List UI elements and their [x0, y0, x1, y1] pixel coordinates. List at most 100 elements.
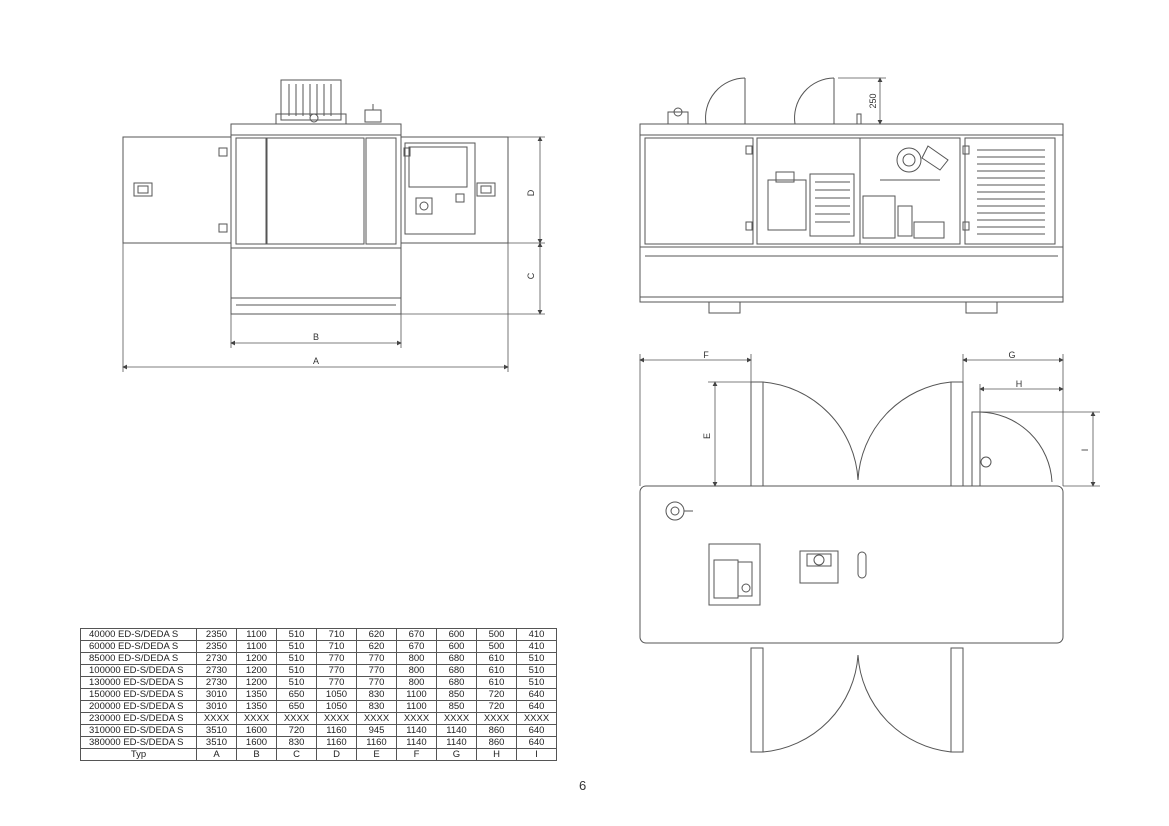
dimension-cell: 640: [516, 736, 557, 749]
dimension-cell: 2730: [196, 652, 237, 665]
model-cell: 85000 ED-S/DEDA S: [80, 652, 197, 665]
model-cell: 40000 ED-S/DEDA S: [80, 628, 197, 641]
dimension-cell: 670: [396, 628, 437, 641]
dimension-cell: 500: [476, 628, 517, 641]
dimension-cell: 3510: [196, 736, 237, 749]
model-cell: 310000 ED-S/DEDA S: [80, 724, 197, 737]
dimension-cell: XXXX: [516, 712, 557, 725]
dimension-cell: 670: [396, 640, 437, 653]
dimension-cell: XXXX: [356, 712, 397, 725]
dimension-cell: 1100: [236, 628, 277, 641]
right-door: [400, 136, 509, 244]
front-view: [122, 79, 509, 315]
table-header-cell: Typ: [80, 748, 197, 761]
dimension-cell: XXXX: [276, 712, 317, 725]
dimension-cell: 1200: [236, 664, 277, 677]
dimension-cell: 720: [276, 724, 317, 737]
table-header-cell: G: [436, 748, 477, 761]
dimension-cell: 620: [356, 628, 397, 641]
dim-label-a: A: [313, 356, 319, 366]
dimension-cell: 650: [276, 688, 317, 701]
dimension-cell: 410: [516, 628, 557, 641]
dimension-cell: 640: [516, 724, 557, 737]
dimension-cell: 1600: [236, 724, 277, 737]
top-view-dimensions: [639, 354, 1100, 487]
table-header-cell: H: [476, 748, 517, 761]
dimension-cell: 1160: [316, 724, 357, 737]
dim-label-i: I: [1080, 449, 1090, 452]
dimension-cell: 1140: [396, 736, 437, 749]
dimension-cell: 860: [476, 724, 517, 737]
dimension-cell: 510: [276, 664, 317, 677]
dimension-cell: 830: [276, 736, 317, 749]
dimension-cell: XXXX: [436, 712, 477, 725]
dimension-cell: 510: [276, 628, 317, 641]
dimension-cell: 1350: [236, 700, 277, 713]
dimension-cell: 510: [516, 652, 557, 665]
dimension-cell: 500: [476, 640, 517, 653]
dimension-cell: 710: [316, 640, 357, 653]
dimension-cell: 1160: [356, 736, 397, 749]
dimension-cell: 600: [436, 628, 477, 641]
table-header-cell: F: [396, 748, 437, 761]
model-cell: 60000 ED-S/DEDA S: [80, 640, 197, 653]
top-view: [639, 381, 1064, 753]
dimension-cell: 720: [476, 700, 517, 713]
dimension-cell: 1140: [436, 736, 477, 749]
dimension-cell: 850: [436, 688, 477, 701]
dimension-cell: 1100: [396, 688, 437, 701]
dimension-cell: 860: [476, 736, 517, 749]
dimension-cell: 770: [316, 676, 357, 689]
dimension-cell: 850: [436, 700, 477, 713]
dimension-cell: 800: [396, 676, 437, 689]
top-equipment: [275, 79, 382, 125]
model-cell: 230000 ED-S/DEDA S: [80, 712, 197, 725]
dim-label-250: 250: [868, 93, 878, 108]
dim-label-d: D: [526, 189, 536, 196]
dimension-cell: 800: [396, 652, 437, 665]
dimension-cell: 1160: [316, 736, 357, 749]
dimension-cell: 610: [476, 664, 517, 677]
dimension-cell: 650: [276, 700, 317, 713]
model-cell: 150000 ED-S/DEDA S: [80, 688, 197, 701]
dimension-cell: 510: [276, 676, 317, 689]
dimension-cell: 800: [396, 664, 437, 677]
dimension-cell: 945: [356, 724, 397, 737]
dimension-cell: 830: [356, 688, 397, 701]
dimension-cell: 410: [516, 640, 557, 653]
dimension-cell: XXXX: [396, 712, 437, 725]
dimension-cell: 510: [516, 664, 557, 677]
dimension-cell: XXXX: [196, 712, 237, 725]
dimension-cell: 1350: [236, 688, 277, 701]
dimension-cell: 1050: [316, 688, 357, 701]
dimension-cell: 640: [516, 688, 557, 701]
dimension-cell: 620: [356, 640, 397, 653]
dimension-cell: 610: [476, 676, 517, 689]
dimension-cell: 1100: [396, 700, 437, 713]
table-header-cell: B: [236, 748, 277, 761]
dimension-cell: 720: [476, 688, 517, 701]
side-view: [639, 77, 1064, 314]
dimension-cell: 680: [436, 664, 477, 677]
dimension-cell: XXXX: [316, 712, 357, 725]
model-cell: 200000 ED-S/DEDA S: [80, 700, 197, 713]
dimension-cell: 2350: [196, 640, 237, 653]
dim-label-c: C: [526, 272, 536, 279]
table-header-cell: C: [276, 748, 317, 761]
model-cell: 380000 ED-S/DEDA S: [80, 736, 197, 749]
dimension-cell: 3010: [196, 688, 237, 701]
side-view-dimensions: [838, 77, 886, 125]
dimension-cell: 770: [356, 676, 397, 689]
dimension-cell: 1100: [236, 640, 277, 653]
dimension-cell: 510: [276, 640, 317, 653]
dimension-cell: 770: [356, 652, 397, 665]
dimension-cell: 610: [476, 652, 517, 665]
